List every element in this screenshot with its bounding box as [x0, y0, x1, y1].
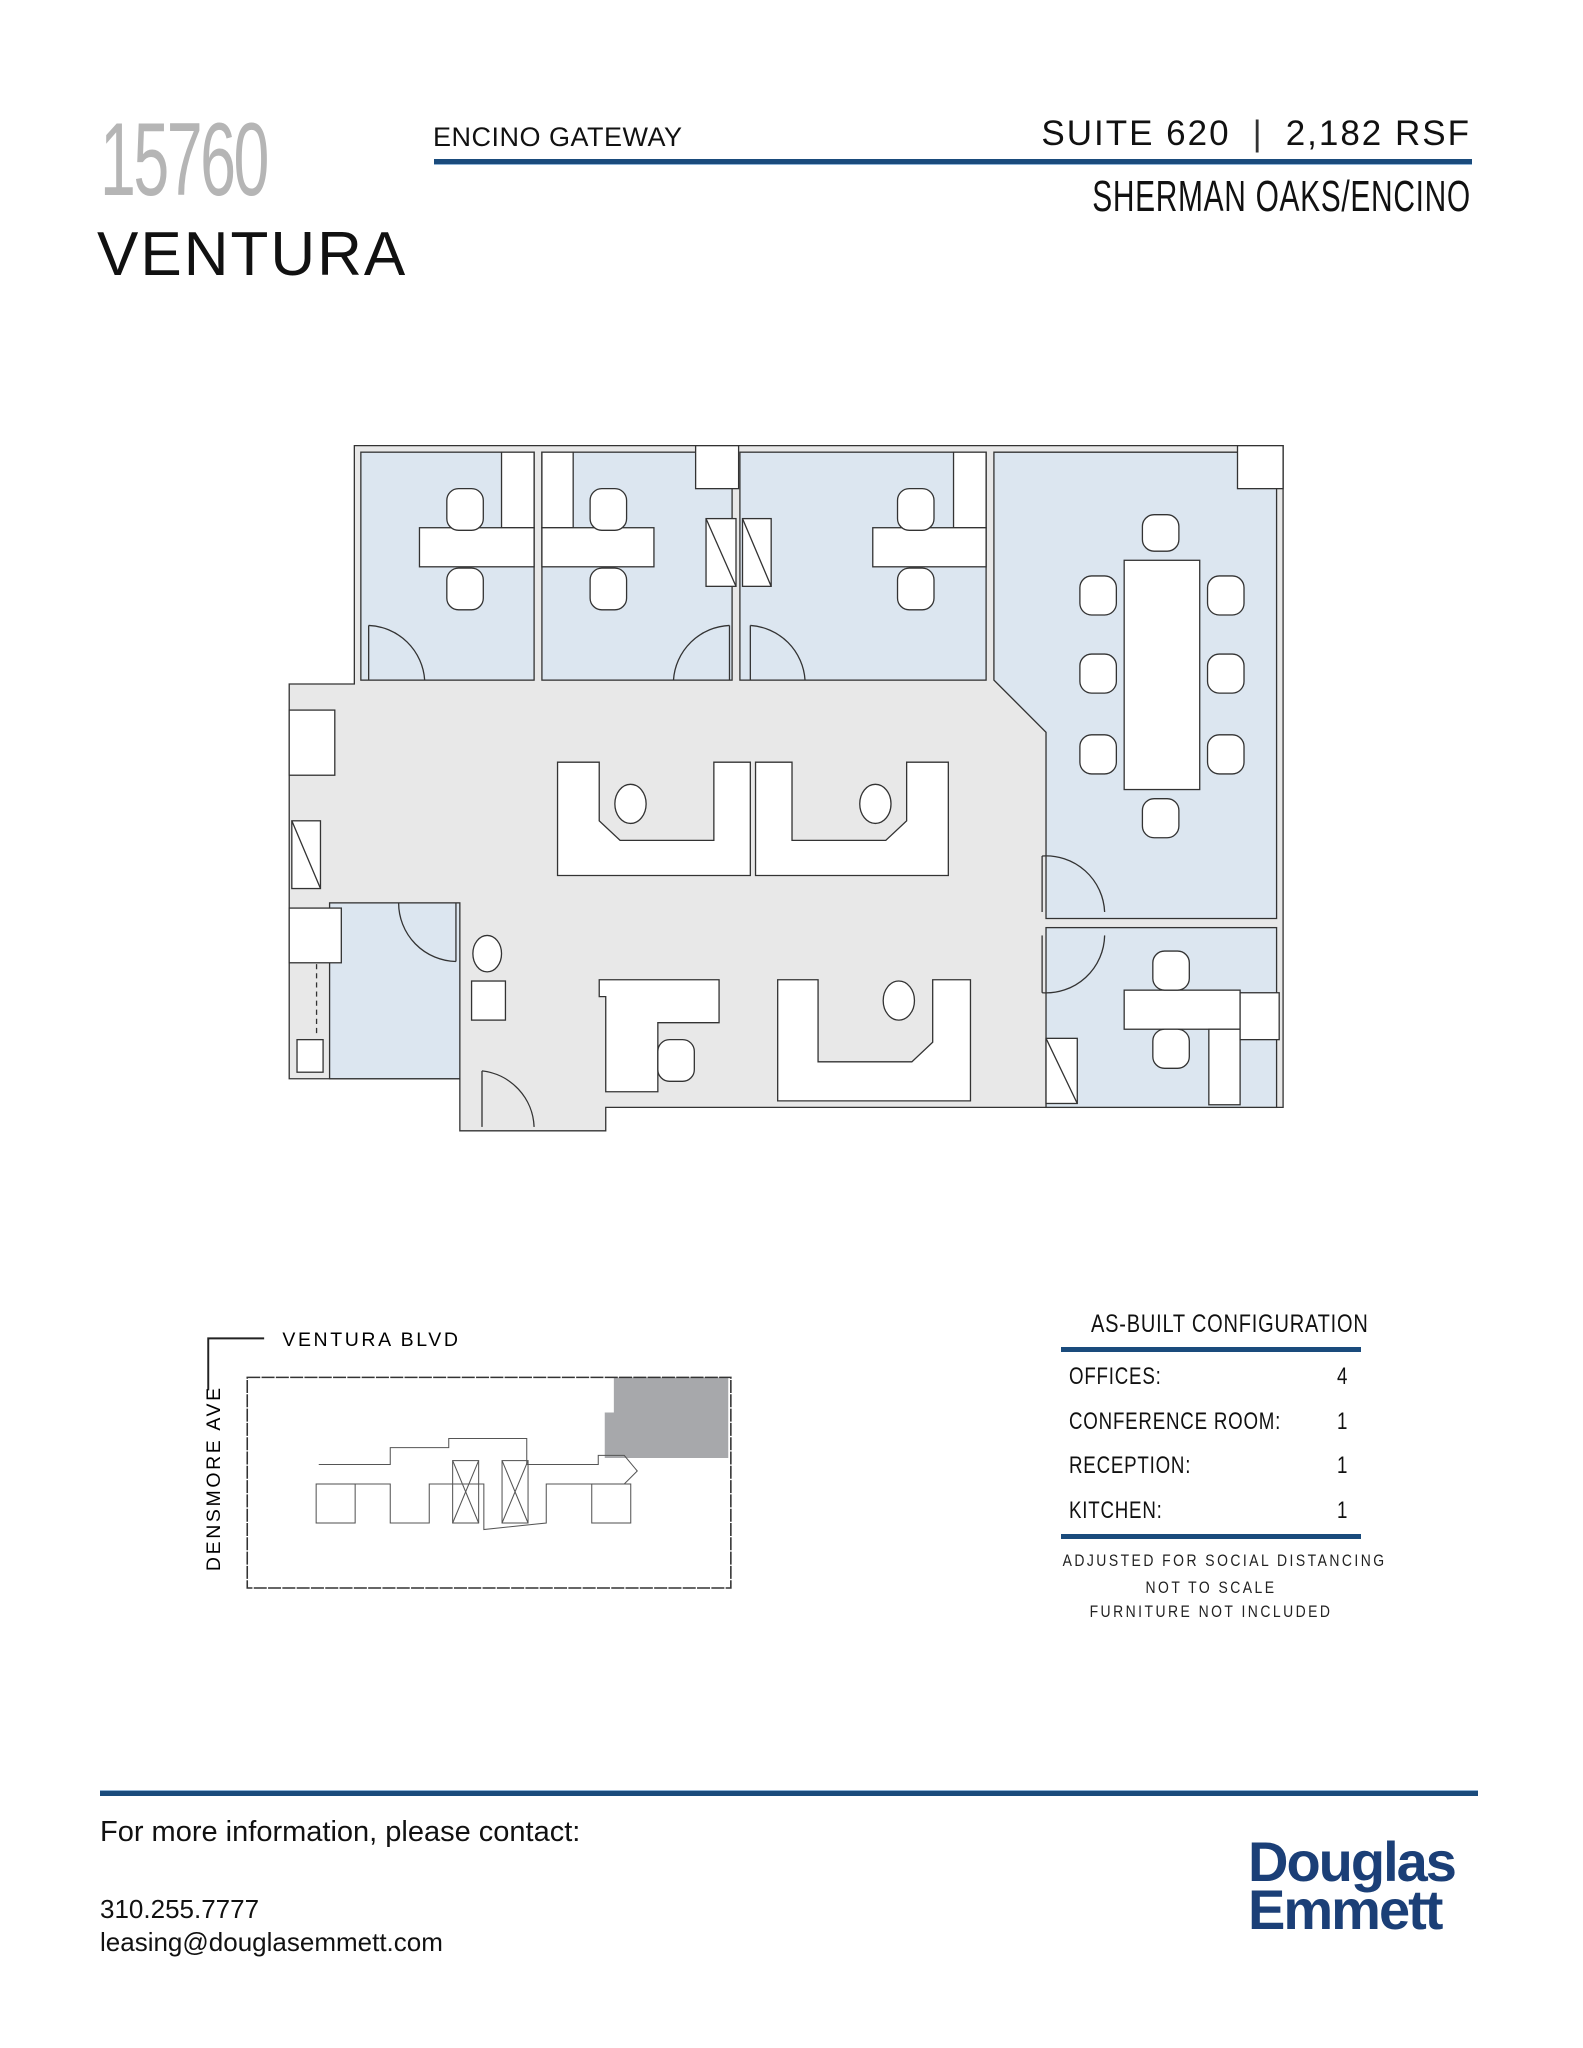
config-value: 4	[1336, 1363, 1347, 1390]
street-number: 15760	[100, 102, 269, 218]
config-row-reception: RECEPTION: 1	[1069, 1451, 1347, 1481]
config-value: 1	[1336, 1452, 1347, 1479]
street-label-top: VENTURA BLVD	[282, 1329, 460, 1351]
config-label: OFFICES:	[1069, 1363, 1162, 1390]
column	[1236, 445, 1284, 490]
kitchen	[328, 902, 461, 1080]
footer-divider	[100, 1790, 1478, 1796]
street-label-side: DENSMORE AVE	[203, 1385, 225, 1571]
config-row-conference: CONFERENCE ROOM: 1	[1069, 1407, 1347, 1437]
configuration-divider-bottom	[1061, 1534, 1361, 1539]
orientation-bracket	[207, 1337, 265, 1391]
contact-email[interactable]: leasing@douglasemmett.com	[100, 1927, 443, 1957]
contact-prompt: For more information, please contact:	[100, 1816, 581, 1848]
config-row-kitchen: KITCHEN: 1	[1069, 1496, 1347, 1526]
chairs	[446, 487, 1245, 1082]
douglas-emmett-logo: Douglas Emmett	[1248, 1830, 1457, 1941]
config-value: 1	[1336, 1497, 1347, 1524]
key-plan: VENTURA BLVD DENSMORE AVE	[203, 1329, 732, 1589]
config-row-offices: OFFICES: 4	[1069, 1362, 1347, 1392]
config-label: RECEPTION:	[1069, 1452, 1192, 1479]
config-label: CONFERENCE ROOM:	[1069, 1408, 1282, 1435]
suite-highlight	[604, 1377, 729, 1458]
note-not-to-scale: NOT TO SCALE	[1145, 1578, 1277, 1597]
note-furniture: FURNITURE NOT INCLUDED	[1089, 1602, 1333, 1621]
suite-info: SUITE 620 | 2,182 RSF	[1041, 116, 1471, 151]
street-name: VENTURA	[97, 220, 408, 289]
header-divider	[434, 159, 1472, 165]
configuration-title: AS-BUILT CONFIGURATION	[1091, 1310, 1369, 1338]
suite-area: 2,182 RSF	[1285, 114, 1471, 153]
floor-plan	[288, 445, 1284, 1132]
logo-line-1: Douglas	[1248, 1830, 1457, 1893]
logo-line-2: Emmett	[1248, 1878, 1443, 1941]
suite-number: SUITE 620	[1041, 114, 1231, 153]
configuration-divider-top	[1061, 1347, 1361, 1352]
separator: |	[1252, 114, 1264, 153]
building-core	[315, 1437, 638, 1531]
column	[694, 445, 740, 490]
submarket: SHERMAN OAKS/ENCINO	[1092, 172, 1471, 221]
building-name: ENCINO GATEWAY	[433, 122, 683, 152]
contact-phone[interactable]: 310.255.7777	[100, 1894, 260, 1924]
doors	[368, 624, 1106, 1127]
note-social-distancing: ADJUSTED FOR SOCIAL DISTANCING	[1062, 1551, 1387, 1570]
building-outline	[246, 1376, 732, 1589]
config-label: KITCHEN:	[1069, 1497, 1163, 1524]
config-value: 1	[1336, 1408, 1347, 1435]
